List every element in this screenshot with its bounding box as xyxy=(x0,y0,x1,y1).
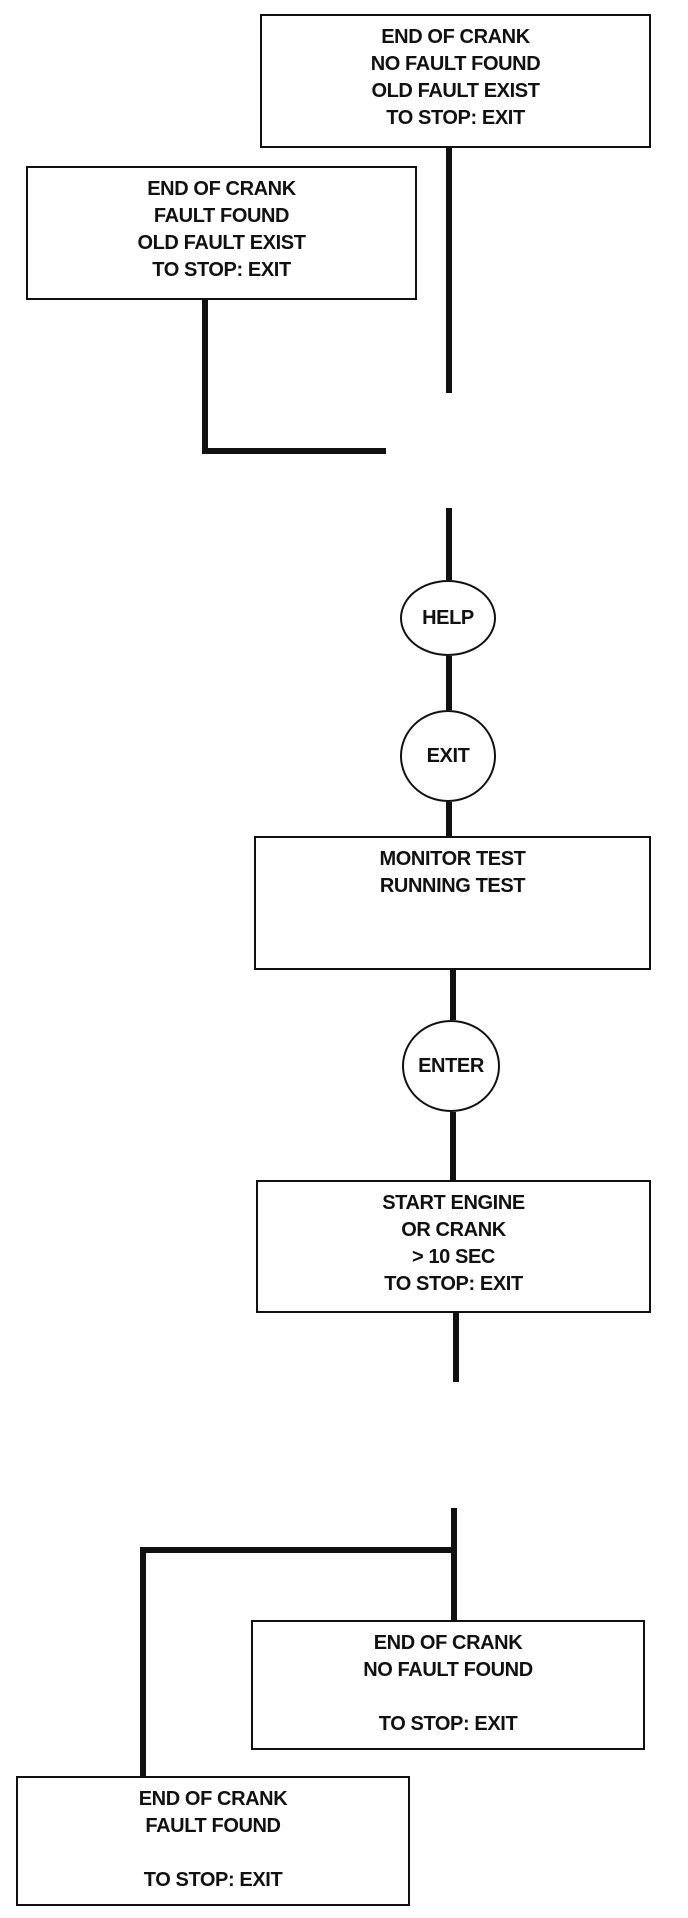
enter-key-label: ENTER xyxy=(418,1054,484,1077)
box-line: START ENGINE xyxy=(382,1192,525,1214)
box-line: END OF CRANK xyxy=(147,178,296,200)
box-line: END OF CRANK xyxy=(373,1632,523,1654)
connector-fault-branch-merge xyxy=(202,300,386,454)
box-end-of-crank-no-fault: END OF CRANK NO FAULT FOUND TO STOP: EXI… xyxy=(251,1620,645,1750)
box-end-of-crank-fault-found: END OF CRANK FAULT FOUND TO STOP: EXIT xyxy=(16,1776,410,1906)
box-line: TO STOP: EXIT xyxy=(386,107,525,129)
box-line: FAULT FOUND xyxy=(153,205,290,227)
box-line: OR CRANK xyxy=(401,1219,506,1241)
box-line: TO STOP: EXIT xyxy=(378,1713,518,1735)
box-line: FAULT FOUND xyxy=(145,1815,281,1837)
help-key-oval: HELP xyxy=(400,580,496,656)
box-line: TO STOP: EXIT xyxy=(143,1869,283,1891)
box-line: END OF CRANK xyxy=(138,1788,288,1810)
connector-split-left xyxy=(140,1547,454,1776)
box-end-of-crank-fault-found-old-fault: END OF CRANK FAULT FOUND OLD FAULT EXIST… xyxy=(26,166,417,300)
box-line: NO FAULT FOUND xyxy=(370,53,541,75)
box-line: TO STOP: EXIT xyxy=(152,259,291,281)
enter-key-oval: ENTER xyxy=(402,1020,500,1112)
box-start-engine: START ENGINE OR CRANK > 10 SEC TO STOP: … xyxy=(256,1180,651,1313)
help-key-label: HELP xyxy=(422,606,474,629)
box-end-of-crank-no-fault-old-fault: END OF CRANK NO FAULT FOUND OLD FAULT EX… xyxy=(260,14,651,148)
box-line: TO STOP: EXIT xyxy=(384,1273,523,1295)
box-line: MONITOR TEST xyxy=(379,848,526,870)
box-line: OLD FAULT EXIST xyxy=(371,80,540,102)
box-line: NO FAULT FOUND xyxy=(363,1659,533,1681)
exit-key-oval: EXIT xyxy=(400,710,496,802)
box-monitor-test: MONITOR TEST RUNNING TEST xyxy=(254,836,651,970)
box-line: END OF CRANK xyxy=(381,26,530,48)
box-line: > 10 SEC xyxy=(412,1246,495,1268)
box-line: RUNNING TEST xyxy=(379,875,526,897)
exit-key-label: EXIT xyxy=(426,744,470,767)
box-line: OLD FAULT EXIST xyxy=(137,232,306,254)
